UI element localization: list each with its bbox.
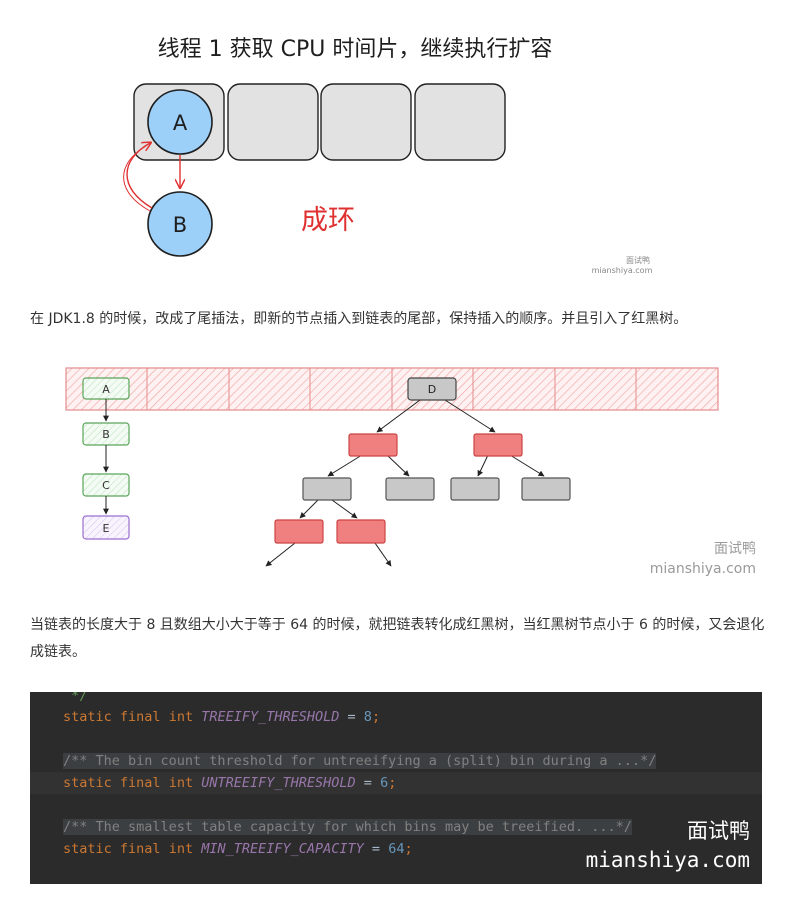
node-a [147, 89, 213, 155]
code-watermark-cn: 面试鸭 [687, 819, 750, 843]
code-line-comment-end: */ [63, 692, 88, 704]
code-line-min-treeify-capacity: static final int MIN_TREEIFY_CAPACITY = … [63, 841, 413, 857]
bucket-1 [227, 83, 319, 161]
figure2-watermark-en: mianshiya.com [650, 561, 756, 577]
list-node-c-label: C [102, 479, 110, 492]
tree-edge-leaf2 [374, 542, 392, 567]
bucket-2 [320, 83, 412, 161]
tree-edge-ll-b [331, 499, 358, 519]
tree-edge-leaf1 [265, 542, 296, 567]
tree-root-d [407, 377, 457, 401]
tree-edge-ll-a [299, 499, 319, 519]
paragraph-tail-insertion: 在 JDK1.8 的时候，改成了尾插法，即新的节点插入到链表的尾部，保持插入的顺… [30, 311, 688, 327]
code-line-untreeify-threshold: static final int UNTREEIFY_THRESHOLD = 6… [30, 772, 762, 794]
tree-node-gray-ll [302, 477, 352, 501]
code-watermark-en: mianshiya.com [585, 848, 750, 872]
list-node-e [82, 515, 130, 540]
list-node-e-label: E [103, 522, 110, 535]
node-b-label: B [173, 213, 187, 237]
code-block: */ static final int TREEIFY_THRESHOLD = … [30, 692, 762, 884]
tree-root-label: D [428, 383, 436, 396]
tree-node-gray-lr [385, 477, 435, 501]
code-watermark: 面试鸭 mianshiya.com [586, 816, 750, 874]
loop-label: 成环 [301, 205, 355, 236]
figure1-title: 线程 1 获取 CPU 时间片，继续执行扩容 [158, 37, 553, 62]
paragraph-treeify-rule: 当链表的长度大于 8 且数组大小大于等于 64 的时候，就把链表转化成红黑树，当… [30, 617, 765, 660]
tree-edge-r-rl [477, 454, 489, 477]
code-line-treeify-threshold: static final int TREEIFY_THRESHOLD = 8; [63, 709, 381, 725]
bucket-3 [414, 83, 506, 161]
code-line-untreeify-comment: /** The bin count threshold for untreeif… [63, 753, 657, 769]
tree-edge-l-ll [327, 454, 363, 477]
tree-node-gray-rr [521, 477, 571, 501]
tree-edge-r-rr [509, 454, 545, 477]
list-node-a-label: A [102, 383, 110, 396]
code-line-min-capacity-comment: /** The smallest table capacity for whic… [63, 819, 632, 835]
figure-treeify-diagram: A B C E D 面试鸭 mianshiya.com [65, 367, 756, 577]
node-b [147, 191, 213, 257]
tree-edge-l-lr [386, 454, 410, 477]
arrow-b-to-a-loop-sketch [123, 145, 151, 212]
tree-node-red-r [473, 433, 523, 457]
tree-node-red-l [348, 433, 398, 457]
tree-node-gray-rl [450, 477, 500, 501]
tree-node-red-llr [336, 519, 386, 544]
tree-edge-d-r [444, 399, 496, 433]
tree-node-red-lll [274, 519, 324, 544]
list-node-b-label: B [102, 428, 110, 441]
figure2-watermark-cn: 面试鸭 [714, 541, 756, 557]
figure1-watermark-cn: 面试鸭 [626, 255, 650, 265]
node-a-label: A [173, 111, 188, 135]
figure1-watermark-en: mianshiya.com [592, 266, 653, 275]
figure-loop-diagram: 线程 1 获取 CPU 时间片，继续执行扩容 A B 成环 面试鸭 miansh… [123, 37, 653, 275]
tree-edge-d-l [376, 399, 421, 433]
